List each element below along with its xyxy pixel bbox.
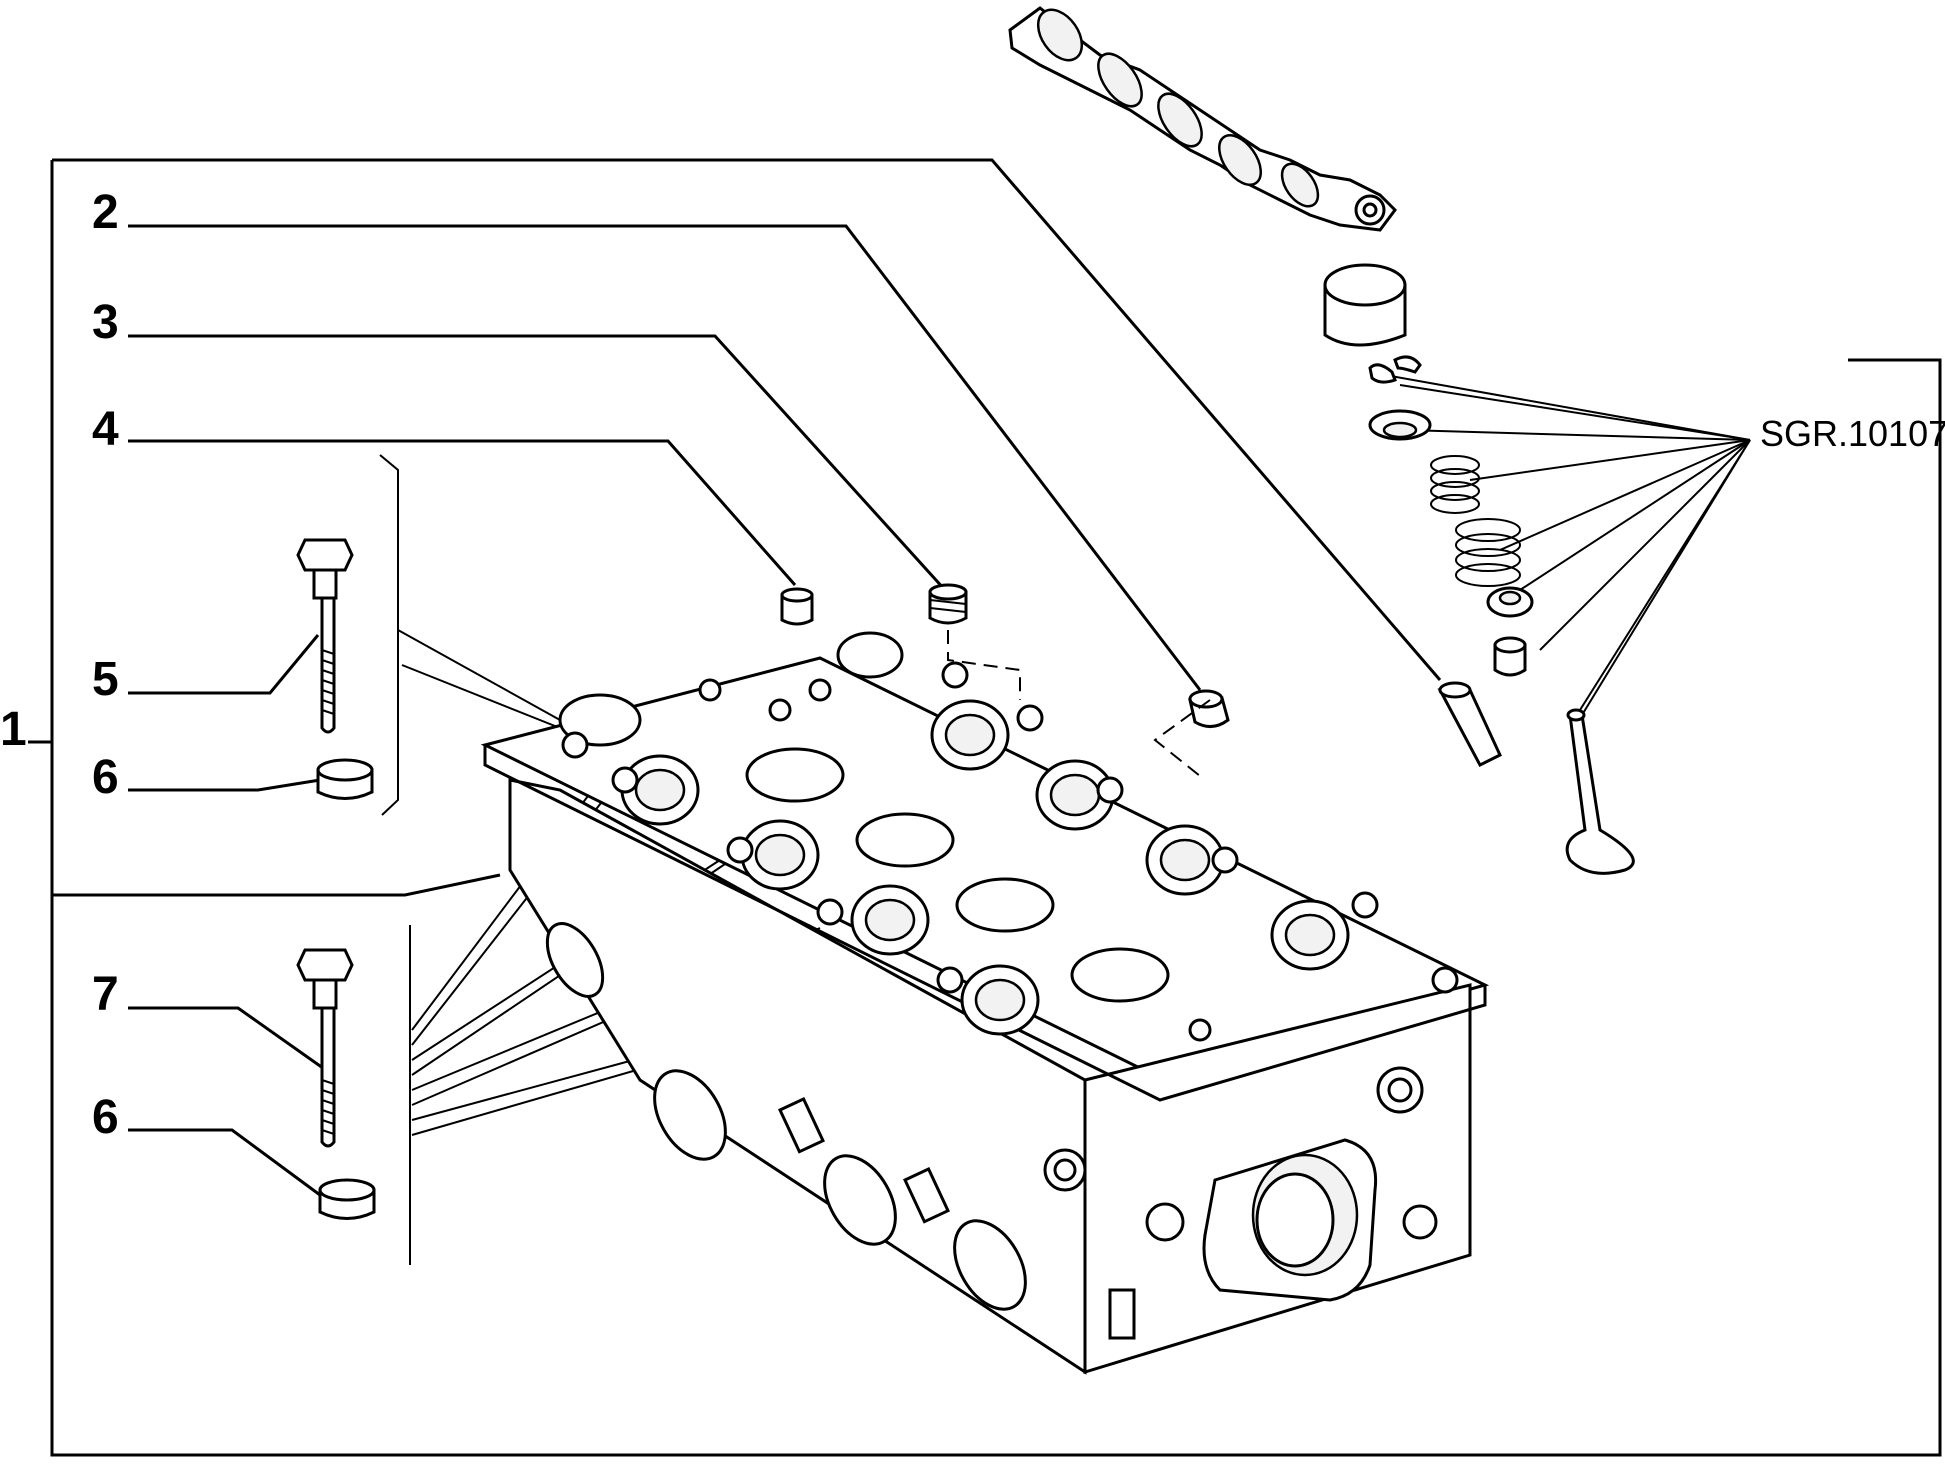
bolt-lower [296, 948, 354, 1148]
valve-train-parts [1323, 263, 1635, 875]
callout-5: 5 [92, 653, 119, 706]
callout-3: 3 [92, 296, 119, 349]
washer-upper [316, 758, 374, 800]
reference-code-label: SGR.10107 [1760, 413, 1945, 454]
head-bolt-holes [561, 661, 1459, 1042]
valve-spring-inner [1430, 455, 1480, 514]
bolt-upper [296, 538, 354, 734]
camshaft [1008, 6, 1397, 232]
washer-lower [318, 1178, 376, 1220]
plug-item-3 [928, 583, 968, 625]
callout-2: 2 [92, 186, 119, 239]
callout-6-upper: 6 [92, 751, 119, 804]
plug-item-2 [1188, 689, 1230, 728]
valve-spring-outer [1455, 518, 1521, 587]
callout-4: 4 [92, 403, 119, 456]
cam-bearing-saddles [558, 631, 1350, 1036]
callout-1: 1 [0, 703, 27, 756]
callout-6-lower: 6 [92, 1091, 119, 1144]
plug-item-4 [780, 587, 814, 626]
callout-7: 7 [92, 968, 119, 1021]
cylinder-head [480, 631, 1490, 1375]
assembly-bracket-frame [28, 158, 1942, 1457]
